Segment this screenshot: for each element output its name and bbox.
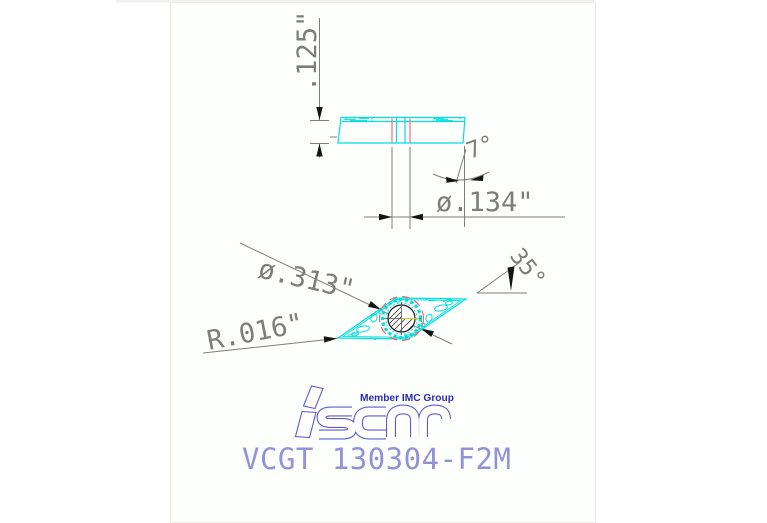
- arrow-ic-upper: [368, 301, 382, 310]
- iscar-branding: Member IMC Group: [294, 385, 454, 440]
- arrow-hole-right: [410, 213, 423, 221]
- top-view: [336, 297, 468, 341]
- side-view-rim-right: [433, 117, 462, 122]
- arrow-hole-left: [379, 213, 392, 221]
- arrow-angle35: [507, 266, 515, 291]
- inscribed-circle: [378, 295, 425, 342]
- side-view-hidden-lines: [391, 118, 411, 143]
- canvas-top-edge: [116, 0, 594, 3]
- clearance-angle-dimension: [432, 146, 490, 227]
- arrow-thickness-bottom: [316, 143, 323, 157]
- arrow-ic-lower: [420, 328, 434, 337]
- dimension-arrows: [316, 107, 515, 343]
- corner-radius-leader: [202, 338, 338, 354]
- side-view: [337, 116, 466, 144]
- arrow-angle7-right: [470, 175, 484, 181]
- arrow-thickness-top: [316, 107, 323, 120]
- side-view-rim-left: [344, 117, 373, 122]
- arrow-angle7-left: [446, 176, 459, 183]
- thickness-label: .125": [292, 11, 323, 92]
- member-imc-group-label: Member IMC Group: [360, 393, 454, 404]
- part-number-label: VCGT 130304-F2M: [242, 442, 511, 476]
- arrow-radius: [323, 336, 337, 343]
- mounting-hole: [384, 302, 421, 335]
- iscar-logo-ibars: [294, 385, 324, 439]
- insert-outline: [336, 297, 468, 340]
- hole-diameter-label: ø.134": [436, 187, 534, 218]
- side-view-outline: [337, 116, 466, 144]
- dimension-lines: [202, 18, 565, 354]
- iscar-logo-letters-inner: [317, 405, 450, 439]
- hole-clear-quadrant: [401, 305, 415, 319]
- inscribed-circle-leader: [239, 242, 453, 345]
- chipbreaker-left-wing: [347, 301, 400, 341]
